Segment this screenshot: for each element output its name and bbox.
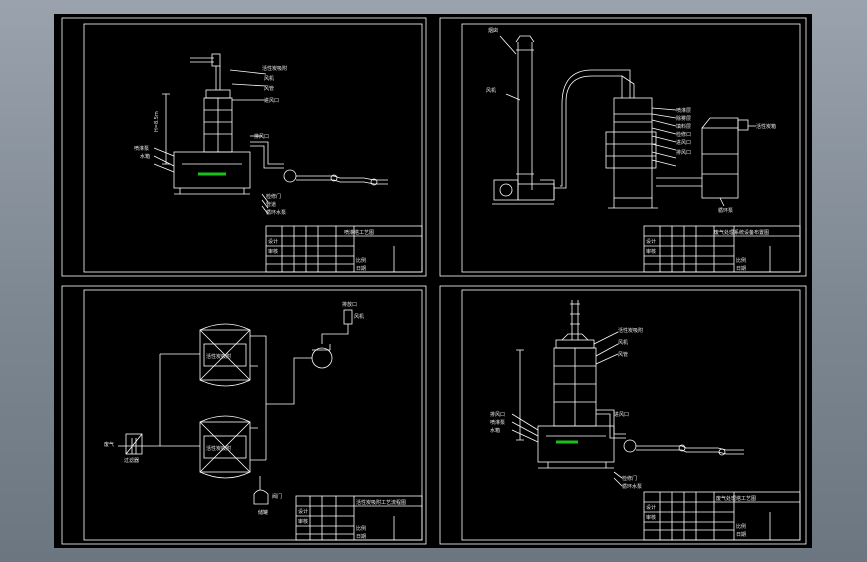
duct-line <box>250 141 388 186</box>
titleblock-row: 日期 <box>356 534 366 540</box>
callout: 排风口 <box>676 149 691 156</box>
callout: 活性炭箱 <box>756 123 776 130</box>
fan-symbol <box>311 309 353 369</box>
callout: 喷淋泵 <box>490 419 505 426</box>
callout: 活性炭吸附 <box>618 327 643 334</box>
titleblock-title: 废气处理塔工艺图 <box>716 495 756 502</box>
callout: 废气 <box>104 441 114 448</box>
callout: 喷淋层 <box>676 107 691 114</box>
chimney <box>515 35 535 190</box>
callout: 除雾层 <box>676 115 691 122</box>
title-block <box>295 495 423 541</box>
callout: 排放口 <box>342 301 357 308</box>
titleblock-row: 日期 <box>736 266 746 272</box>
duct-line <box>596 409 744 456</box>
titleblock-title: 喷淋塔工艺图 <box>344 229 374 236</box>
sheet-outer-border <box>61 17 427 277</box>
callout: 喷淋泵 <box>134 145 149 152</box>
callout: 风管 <box>618 351 628 358</box>
titleblock-row: 设计 <box>268 238 278 245</box>
sheet-outer-border <box>439 17 807 277</box>
piping <box>118 335 312 490</box>
callout: 风机 <box>486 87 496 94</box>
titleblock-row: 审核 <box>646 248 656 255</box>
sheet-inner-border <box>461 23 801 273</box>
titleblock-row: 设计 <box>298 508 308 515</box>
callout: 进风口 <box>676 139 691 146</box>
drawing-canvas[interactable]: 活性炭吸附 风机 风管 进风口 排风口 喷淋泵 水箱 检修门 管道 循环水泵 H… <box>54 14 812 548</box>
callout: 管道 <box>266 201 276 208</box>
callout: 水箱 <box>490 427 500 434</box>
tower-body <box>605 97 658 209</box>
callout: 风机 <box>264 75 274 82</box>
title-block <box>643 491 801 541</box>
callout: 风机 <box>354 313 364 320</box>
callout: 循环水泵 <box>266 209 286 216</box>
titleblock-row: 审核 <box>268 248 278 255</box>
callout: 进风口 <box>614 411 629 418</box>
sheet-bottom-right[interactable]: 活性炭吸附 风机 风管 进风口 排风口 喷淋泵 水箱 检修门 循环水泵 废气处理… <box>439 285 807 545</box>
callout: 检修口 <box>676 131 691 138</box>
titleblock-row: 审核 <box>298 518 308 525</box>
callout: 活性炭吸附 <box>206 445 231 452</box>
storage-tank <box>253 489 269 505</box>
sheet-outer-border <box>61 285 427 545</box>
sheet-bottom-left[interactable]: 活性炭吸附 活性炭吸附 排放口 风机 废气 过滤器 储罐 阀门 活性炭吸附工艺流… <box>61 285 427 545</box>
dimension-label: H=8.5m <box>154 111 160 132</box>
callout: 循环泵 <box>718 207 733 214</box>
titleblock-row: 审核 <box>646 514 656 521</box>
titleblock-title: 废气处理系统设备布置图 <box>714 229 769 236</box>
leader-lines <box>499 35 756 207</box>
titleblock-row: 设计 <box>646 504 656 511</box>
sheet-inner-border <box>83 23 423 273</box>
titleblock-row: 日期 <box>356 266 366 272</box>
titleblock-row: 比例 <box>356 257 366 264</box>
sheet-top-right[interactable]: 烟囱 风机 喷淋层 除雾层 填料层 检修口 进风口 排风口 活性炭箱 循环泵 废… <box>439 17 807 277</box>
leader-lines <box>153 69 269 215</box>
titleblock-row: 设计 <box>646 238 656 245</box>
callout: 活性炭吸附 <box>206 353 231 360</box>
callout: 检修门 <box>266 193 281 200</box>
sheet-top-left[interactable]: 活性炭吸附 风机 风管 进风口 排风口 喷淋泵 水箱 检修门 管道 循环水泵 H… <box>61 17 427 277</box>
adsorber-upper <box>199 323 251 387</box>
titleblock-row: 比例 <box>356 525 366 532</box>
callout: 检修门 <box>622 475 637 482</box>
titleblock-row: 比例 <box>736 257 746 264</box>
leader-lines <box>511 331 623 487</box>
title-block <box>265 225 423 273</box>
callout: 过滤器 <box>124 457 139 464</box>
callout: 排风口 <box>254 133 269 140</box>
scrubber-tower <box>162 53 251 195</box>
titleblock-row: 日期 <box>736 532 746 538</box>
carbon-box <box>656 117 749 199</box>
title-block <box>643 225 801 273</box>
sheet-inner-border <box>83 289 423 541</box>
callout: 储罐 <box>258 509 268 516</box>
sheet-outer-border <box>439 285 807 545</box>
callout: 排风口 <box>490 411 505 418</box>
titleblock-row: 比例 <box>736 523 746 530</box>
scrubber-tower <box>516 300 615 469</box>
callout: 水箱 <box>140 153 150 160</box>
fan-unit <box>492 179 555 205</box>
callout: 风机 <box>618 339 628 346</box>
duct-loop <box>554 69 635 189</box>
callout: 循环水泵 <box>622 483 642 490</box>
callout: 风管 <box>264 85 274 92</box>
titleblock-title: 活性炭吸附工艺流程图 <box>356 499 406 506</box>
callout: 烟囱 <box>488 27 498 34</box>
callout: 活性炭吸附 <box>262 65 287 72</box>
callout: 阀门 <box>272 493 282 500</box>
callout: 填料层 <box>676 123 691 130</box>
sheet-inner-border <box>461 289 801 541</box>
adsorber-lower <box>199 415 251 479</box>
callout: 进风口 <box>264 97 279 104</box>
